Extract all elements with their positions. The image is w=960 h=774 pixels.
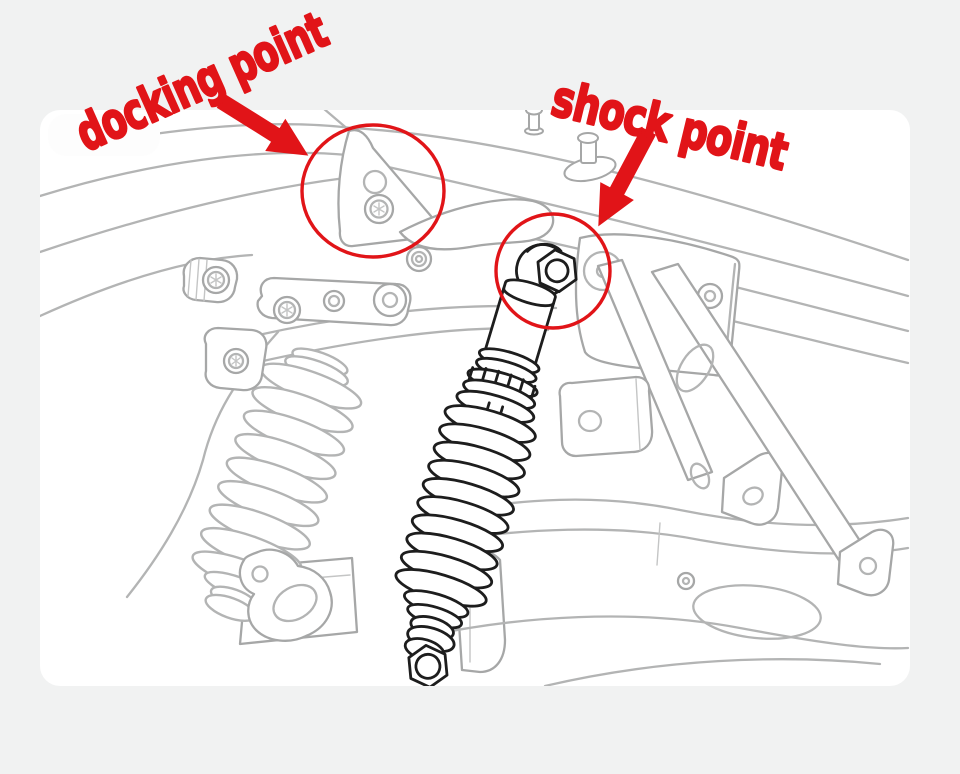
secondary-spring — [191, 347, 363, 642]
coil-spring — [394, 404, 537, 608]
docking-torx-bolt — [363, 193, 395, 225]
docking-point-arrow-icon — [216, 94, 309, 156]
docking-bracket — [337, 128, 474, 248]
shock-absorber — [394, 242, 578, 686]
upper-right-bolt — [405, 245, 433, 273]
link-large-hole — [272, 583, 318, 623]
panel-tab — [48, 114, 160, 156]
shock-point-circle — [494, 212, 612, 330]
down-tubes — [558, 258, 895, 597]
swingarm-bolt — [676, 571, 696, 591]
tab-hole — [577, 409, 603, 433]
link-pivot-barrel — [372, 282, 408, 318]
stand-tab-bracket — [558, 375, 654, 458]
link-small-hole — [251, 565, 269, 583]
barrel-bolt — [182, 256, 239, 304]
link-plate-torx-bolt — [272, 295, 302, 325]
lower-mount-plate — [203, 326, 268, 392]
shock-bottom-mount — [403, 589, 470, 686]
docking-point-circle — [300, 123, 446, 259]
shock-bottom-hex-bolt — [407, 643, 449, 686]
linkage-assembly — [182, 245, 433, 392]
spring-eyelet-link — [238, 548, 333, 642]
shock-body — [475, 278, 557, 384]
swingarm-oval-cutout — [692, 584, 822, 640]
tube-clamp-bracket-rear — [836, 528, 895, 597]
shock-point-arrow-icon — [598, 127, 657, 227]
down-tube-front — [596, 258, 714, 482]
link-plate-hole — [322, 289, 346, 313]
rail-mount-screws — [524, 110, 617, 183]
docking-pin-hole — [362, 169, 388, 195]
shock-top-hex-bolt — [536, 248, 578, 294]
rocker-arm — [398, 198, 555, 251]
